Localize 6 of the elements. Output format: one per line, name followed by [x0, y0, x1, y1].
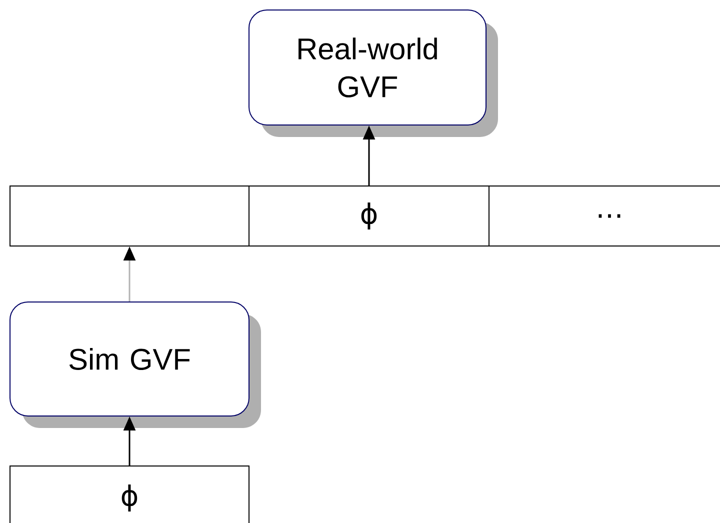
table-cell	[10, 186, 250, 246]
table-cell: …	[488, 186, 720, 246]
table-cell: ϕ	[10, 466, 250, 523]
rounded-box: Real-world GVF	[248, 10, 486, 126]
rounded-box: Sim GVF	[10, 302, 250, 416]
table-cell: ϕ	[248, 186, 490, 246]
